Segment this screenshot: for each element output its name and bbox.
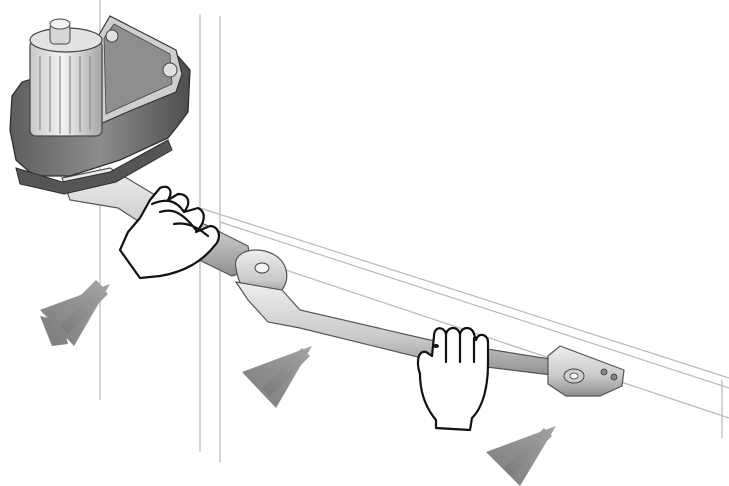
gate-bracket: [548, 346, 624, 396]
motor-cylinder: [30, 19, 102, 136]
arrow-icon: [486, 426, 556, 486]
arrow-icon: [242, 346, 312, 408]
